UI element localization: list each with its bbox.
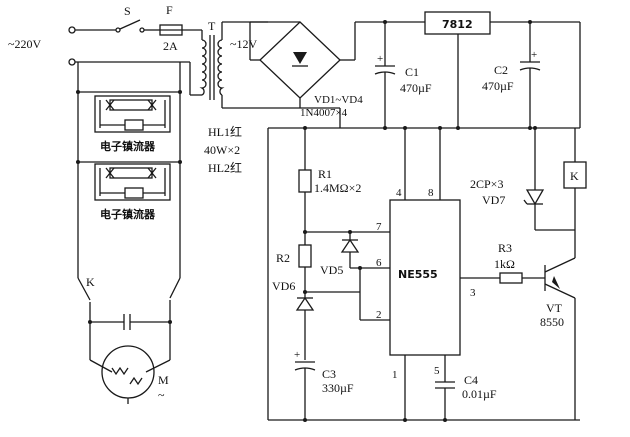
bridge-rectifier: VD1~VD4 1N4007×4	[249, 21, 363, 119]
lamp-power-label: 40W×2	[204, 143, 240, 157]
secondary-voltage: ~12V	[230, 37, 257, 51]
pin-1: 1	[392, 369, 398, 381]
switch-s-label: S	[124, 4, 131, 18]
transformer-t: T ~12V	[199, 19, 257, 100]
bridge-label: VD1~VD4	[314, 94, 363, 106]
r3-value: 1kΩ	[494, 257, 515, 271]
pin-2: 2	[376, 309, 382, 321]
resistor-r3: R3 1kΩ	[494, 241, 545, 284]
lamp-2-label: HL2红	[208, 160, 242, 175]
resistor-r1: R1 1.4MΩ×2	[298, 167, 361, 195]
fuse-f: F 2A	[144, 3, 202, 53]
motor-ac-label: ~	[158, 388, 165, 402]
lamp-1-label: HL1红	[208, 124, 242, 139]
motor-label: M	[158, 373, 169, 387]
terminal-l	[68, 26, 76, 34]
vt-label: VT	[546, 301, 563, 315]
c3-value: 330µF	[322, 381, 354, 395]
vt-type: 8550	[540, 315, 564, 329]
switch-s: S	[75, 4, 145, 33]
mains-label: ~220V	[8, 37, 41, 51]
pin-8: 8	[428, 187, 434, 199]
c1-value: 470µF	[400, 81, 432, 95]
pin-6: 6	[376, 257, 382, 269]
c1-label: C1	[405, 65, 419, 79]
ballast-1-label: 电子镇流器	[100, 139, 156, 153]
pin-4: 4	[396, 187, 402, 199]
diode-vd5: VD5	[320, 232, 360, 277]
junctions	[76, 20, 537, 422]
capacitor-c4: C4 0.01µF	[435, 373, 497, 420]
pin-5: 5	[434, 365, 440, 377]
capacitor-c2: + C2 470µF	[482, 22, 541, 128]
relay-label: K	[570, 169, 579, 183]
contact-k-label: K	[86, 275, 95, 289]
mains-input: ~220V	[8, 26, 76, 66]
c4-value: 0.01µF	[462, 387, 497, 401]
transistor-vt: VT 8550	[540, 257, 576, 420]
c4-label: C4	[464, 373, 478, 387]
regulator-label: 7812	[442, 18, 473, 31]
vd7-label: VD7	[482, 193, 505, 207]
diode-vd6: VD6	[272, 279, 315, 360]
r3-label: R3	[498, 241, 512, 255]
lamp-ballast-1: 电子镇流器	[78, 91, 180, 153]
c2-value: 470µF	[482, 79, 514, 93]
capacitor-c3: + C3 330µF	[294, 349, 354, 420]
r2-label: R2	[276, 251, 290, 265]
zener-label: 2CP×3	[470, 177, 503, 191]
regulator-7812: 7812	[424, 11, 580, 128]
vd6-label: VD6	[272, 279, 295, 293]
fuse-rating: 2A	[163, 39, 178, 53]
fuse-label: F	[166, 3, 173, 17]
zener-vd7: 2CP×3 VD7	[470, 128, 575, 231]
vd5-label: VD5	[320, 263, 343, 277]
r1-value: 1.4MΩ×2	[314, 181, 361, 195]
svg-text:+: +	[531, 49, 537, 61]
relay-contacts-k: K	[77, 270, 181, 315]
pin-7: 7	[376, 221, 382, 233]
ballast-2-label: 电子镇流器	[100, 207, 156, 221]
svg-text:+: +	[294, 349, 300, 361]
transformer-label: T	[208, 19, 216, 33]
svg-text:+: +	[377, 53, 383, 65]
c3-label: C3	[322, 367, 336, 381]
resistor-r2: R2	[276, 244, 312, 268]
motor-capacitor	[89, 314, 171, 360]
bridge-type: 1N4007×4	[300, 107, 348, 119]
relay-coil-k: K	[563, 128, 587, 258]
motor-m: M ~	[89, 345, 171, 404]
ic-label: NE555	[398, 268, 438, 281]
ic-ne555: NE555 4 8 7 6 2 1 5 3	[376, 128, 500, 420]
capacitor-c1: + C1 470µF	[374, 22, 432, 128]
c2-label: C2	[494, 63, 508, 77]
pin-3: 3	[470, 287, 476, 299]
terminal-n	[68, 58, 76, 66]
r1-label: R1	[318, 167, 332, 181]
lamp-ballast-2: 电子镇流器	[78, 161, 180, 221]
